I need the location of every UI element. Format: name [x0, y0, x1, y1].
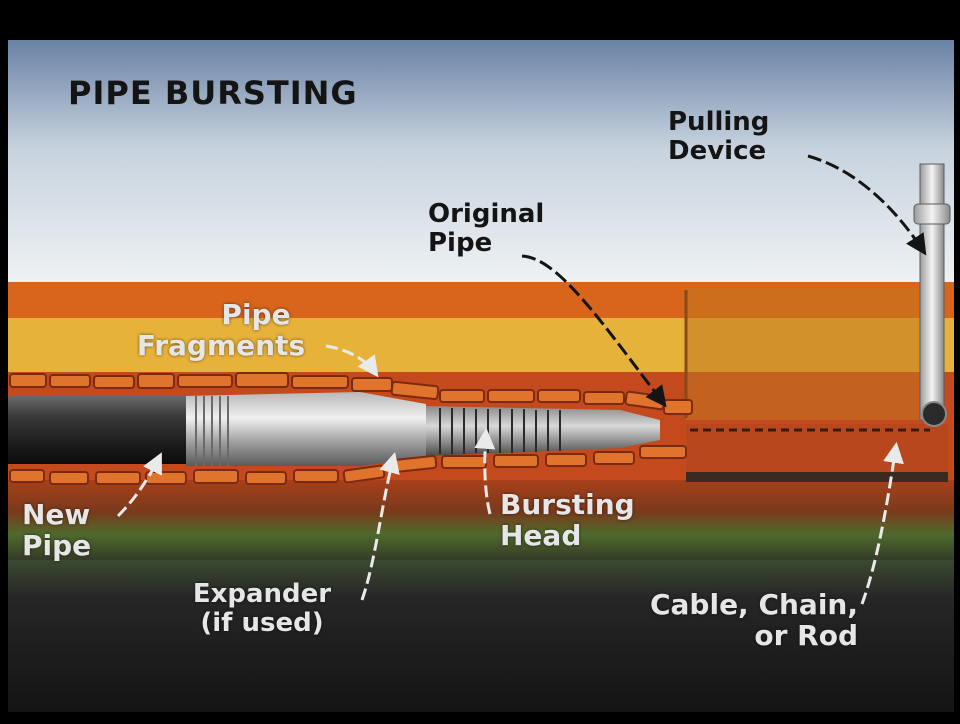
expander-rings — [195, 396, 229, 466]
pulling-device-post — [919, 163, 945, 421]
bursting-head-grooves — [439, 408, 561, 454]
expander-label: Expander (if used) — [172, 580, 352, 637]
diagram-title: PIPE BURSTING — [68, 74, 358, 112]
new-pipe-label: New Pipe — [22, 498, 92, 562]
pit-base-plate — [686, 472, 948, 482]
expander — [186, 392, 426, 466]
original-pipe-label: Original Pipe — [428, 200, 544, 257]
pipe-fragments-line2: Fragments — [136, 328, 306, 362]
original-pipe-line2: Pipe — [428, 227, 493, 258]
soil-layer-deep — [8, 480, 954, 570]
leader-new-pipe — [116, 452, 162, 518]
cable-line2: or Rod — [754, 618, 858, 652]
pulling-device-wheel — [921, 401, 947, 427]
sky — [8, 40, 954, 284]
new-pipe-line2: Pipe — [22, 528, 92, 562]
expander-line1: Expander — [192, 579, 332, 609]
pulling-device-label: Pulling Device — [668, 108, 769, 165]
expander-line2: (if used) — [200, 607, 324, 638]
dark-ground — [8, 560, 954, 712]
leader-bursting-head — [474, 427, 496, 515]
leader-pipe-fragments — [325, 344, 379, 378]
original-pipe-line1: Original — [428, 199, 545, 229]
pulling-pit — [686, 288, 938, 420]
pulling-device-clamp — [913, 203, 951, 225]
leader-expander — [360, 451, 400, 601]
new-pipe-line1: New — [22, 498, 91, 531]
leader-original-pipe — [521, 254, 667, 408]
pipe-fragments-label: Pipe Fragments — [116, 298, 326, 362]
bursting-head-line2: Head — [500, 518, 582, 552]
leader-cable — [860, 441, 904, 605]
cable-label: Cable, Chain, or Rod — [610, 588, 858, 652]
leader-pulling-device — [807, 154, 927, 256]
cable-line1: Cable, Chain, — [649, 588, 858, 621]
pit-floor — [686, 424, 948, 476]
bursting-head-line1: Bursting — [500, 488, 635, 521]
bursting-head-label: Bursting Head — [500, 488, 635, 552]
pulling-device-line1: Pulling — [668, 107, 770, 137]
pipe-fragments-lower — [9, 445, 687, 485]
new-pipe — [8, 396, 198, 464]
pulling-device-line2: Device — [668, 135, 767, 166]
pipe-fragments-line1: Pipe — [221, 298, 291, 331]
